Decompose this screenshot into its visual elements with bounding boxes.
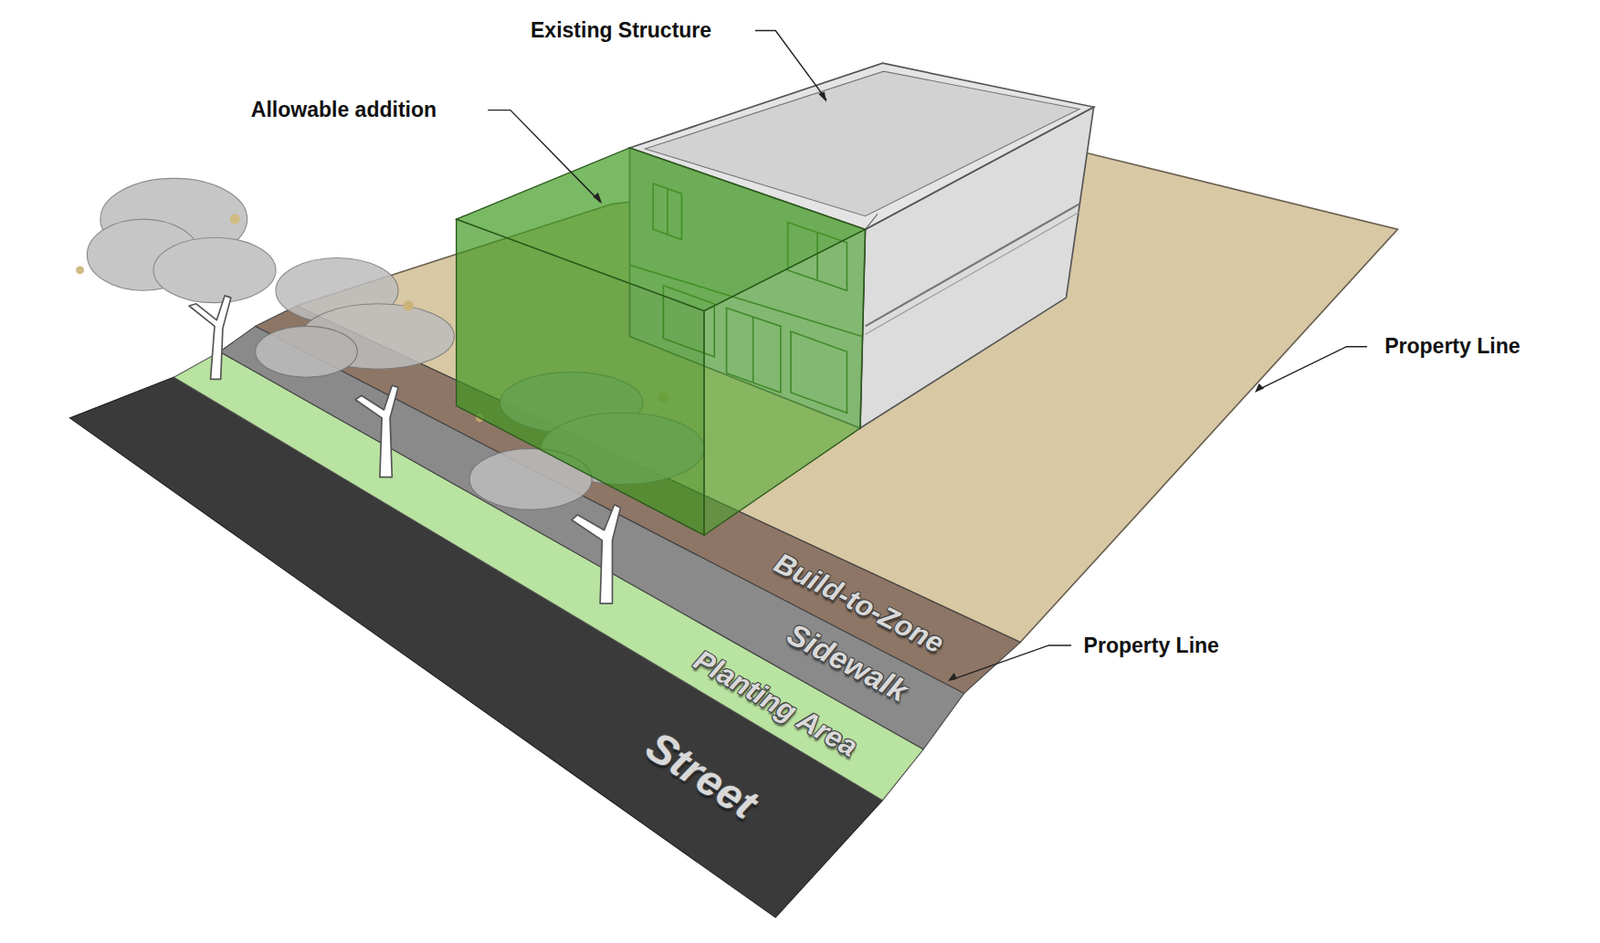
callout-label: Allowable addition	[251, 97, 437, 123]
callout-label: Property Line	[1384, 334, 1520, 359]
callout-label: Property Line	[1084, 633, 1220, 659]
callout-label: Existing Structure	[530, 18, 712, 43]
